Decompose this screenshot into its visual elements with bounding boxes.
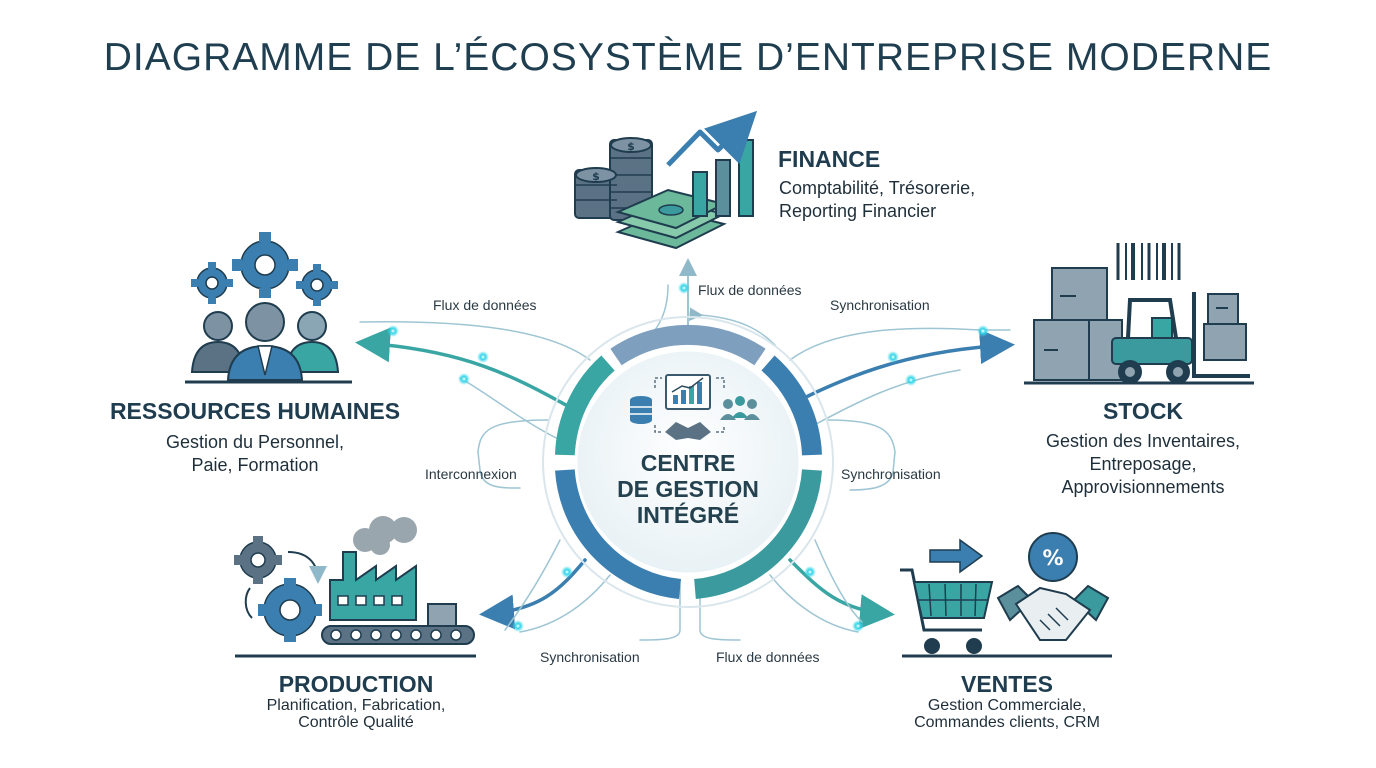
hub-title-line: CENTRE	[640, 450, 736, 476]
rh-desc-line: Paie, Formation	[191, 455, 319, 475]
svg-text:$: $	[592, 170, 600, 183]
finance-title: FINANCE	[778, 146, 881, 172]
factory-icon	[234, 516, 476, 658]
people-icon	[720, 396, 760, 420]
money-chart-icon: $ $	[574, 110, 758, 250]
production-desc-line: Planification, Fabrication,	[266, 697, 446, 714]
ventes-title: VENTES	[960, 671, 1054, 697]
stock-title: STOCK	[1102, 398, 1184, 424]
ventes-desc-line: Gestion Commerciale,	[927, 697, 1087, 714]
stock-desc-line: Approvisionnements	[1061, 477, 1225, 497]
stock-desc-line: Entreposage,	[1089, 454, 1197, 474]
glow-dots	[387, 282, 989, 632]
finance-desc: Comptabilité, Trésorerie, Reporting Fina…	[779, 177, 975, 223]
cart-handshake-icon: %	[900, 532, 1112, 658]
page-title: DIAGRAMME DE L’ÉCOSYSTÈME D’ENTREPRISE M…	[103, 36, 1273, 79]
ventes-desc-line: Commandes clients, CRM	[914, 714, 1100, 731]
production-desc: Planification, Fabrication, Contrôle Qua…	[225, 697, 487, 731]
rh-desc: Gestion du Personnel, Paie, Formation	[97, 431, 413, 477]
connector-label-production-sync: Synchronisation	[540, 649, 640, 665]
ventes-desc: Gestion Commerciale, Commandes clients, …	[892, 697, 1122, 731]
connector-lines	[355, 258, 1015, 641]
connector-label-rh-interconnexion: Interconnexion	[425, 466, 517, 482]
connector-label-stock-sync-2: Synchronisation	[841, 466, 941, 482]
svg-text:$: $	[627, 140, 635, 153]
connector-label-rh-flux: Flux de données	[433, 297, 537, 313]
rh-title: RESSOURCES HUMAINES	[109, 398, 401, 424]
handshake-icon	[665, 422, 711, 440]
stock-desc-line: Gestion des Inventaires,	[1045, 431, 1241, 451]
database-icon	[630, 396, 652, 424]
people-gears-icon	[185, 232, 352, 384]
hub-title-line: INTÉGRÉ	[636, 502, 740, 528]
production-desc-line: Contrôle Qualité	[298, 714, 414, 731]
stock-desc: Gestion des Inventaires, Entreposage, Ap…	[1020, 430, 1266, 499]
central-hub	[542, 316, 834, 608]
connector-label-ventes-flux: Flux de données	[716, 649, 820, 665]
finance-desc-line: Comptabilité, Trésorerie,	[779, 178, 976, 198]
svg-text:%: %	[1042, 546, 1063, 570]
finance-desc-line: Reporting Financier	[779, 201, 937, 221]
rh-desc-line: Gestion du Personnel,	[165, 432, 345, 452]
connector-label-stock-sync: Synchronisation	[830, 297, 930, 313]
hub-title: CENTRE DE GESTION INTÉGRÉ	[588, 450, 788, 528]
chart-icon	[665, 374, 711, 410]
warehouse-forklift-icon	[1024, 243, 1254, 385]
production-title: PRODUCTION	[278, 671, 434, 697]
connector-label-finance-flux: Flux de données	[698, 282, 802, 298]
hub-title-line: DE GESTION	[617, 476, 759, 502]
